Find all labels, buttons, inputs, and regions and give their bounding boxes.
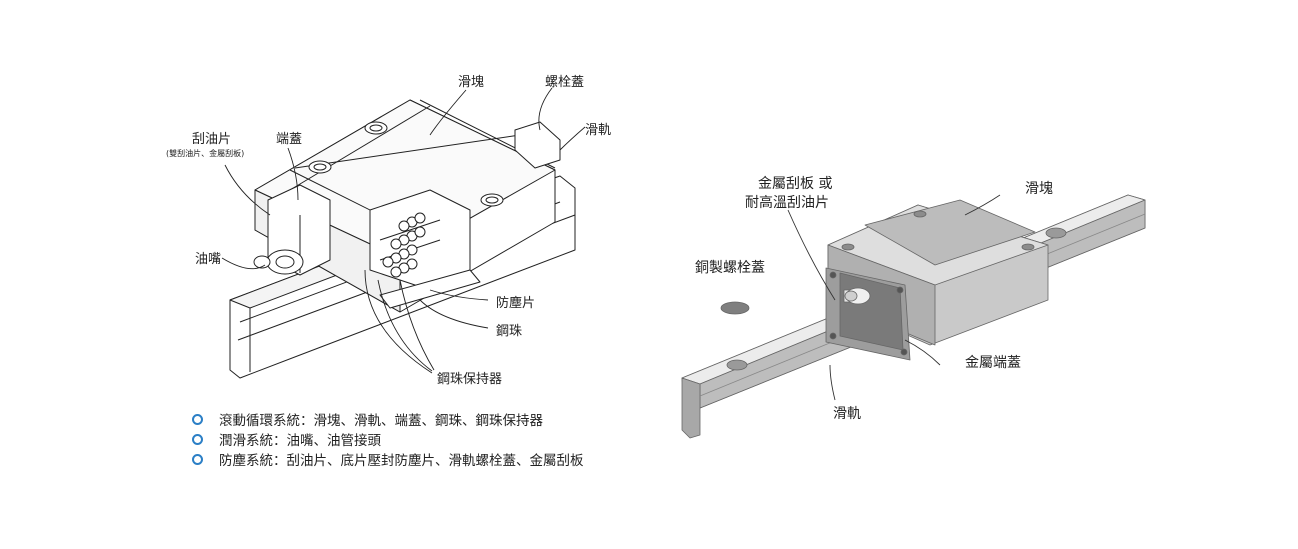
label-slider-left: 滑塊 (458, 75, 485, 90)
left-steel-balls (382, 212, 426, 278)
label-end-cap: 端蓋 (276, 132, 303, 147)
left-line-drawing (221, 87, 586, 379)
bullet-icon (192, 433, 203, 445)
right-render (681, 194, 1146, 439)
label-steel-ball: 鋼珠 (496, 324, 523, 339)
left-grease-nipple (253, 249, 304, 275)
label-scraper-sub: (雙刮油片、金屬刮板) (166, 149, 245, 158)
legend-item-lubrication: 潤滑系統：油嘴、油管接頭 (192, 429, 584, 449)
right-copper-bolt-cap (720, 301, 750, 315)
legend-item-dustproof: 防塵系統：刮油片、底片壓封防塵片、滑軌螺栓蓋、金屬刮板 (192, 449, 584, 469)
label-scraper: 刮油片 (192, 132, 232, 147)
legend-text: 滾動循環系統：滑塊、滑軌、端蓋、鋼珠、鋼珠保持器 (219, 413, 543, 429)
legend-item-rolling: 滾動循環系統：滑塊、滑軌、端蓋、鋼珠、鋼珠保持器 (192, 409, 584, 429)
bullet-icon (192, 413, 203, 425)
left-dust-seal (379, 269, 481, 309)
label-bolt-cap-left: 螺栓蓋 (545, 75, 585, 90)
right-leader-lines (787, 194, 1001, 401)
label-metal-scraper-line2: 耐高溫刮油片 (745, 195, 829, 211)
right-grease-nipple (843, 287, 871, 305)
label-metal-scraper-line1: 金屬刮板 或 (758, 176, 833, 192)
label-dust-seal: 防塵片 (496, 296, 536, 311)
label-rail-right: 滑軌 (833, 406, 861, 422)
left-bolt-holes (308, 121, 504, 207)
legend-text: 潤滑系統：油嘴、油管接頭 (219, 433, 381, 449)
left-leader-lines (221, 87, 586, 374)
system-legend: 滾動循環系統：滑塊、滑軌、端蓋、鋼珠、鋼珠保持器 潤滑系統：油嘴、油管接頭 防塵… (192, 409, 584, 469)
label-slider-right: 滑塊 (1025, 181, 1053, 197)
label-grease-nipple: 油嘴 (195, 252, 222, 267)
label-rail-left: 滑軌 (585, 123, 612, 138)
label-copper-bolt-cap: 銅製螺栓蓋 (695, 260, 765, 276)
right-block-holes (841, 210, 1035, 251)
label-ball-retainer: 鋼珠保持器 (437, 372, 503, 387)
legend-text: 防塵系統：刮油片、底片壓封防塵片、滑軌螺栓蓋、金屬刮板 (219, 453, 584, 469)
left-rail-bolt-cap (514, 121, 561, 169)
bullet-icon (192, 453, 203, 465)
label-metal-end-cap: 金屬端蓋 (965, 355, 1021, 371)
